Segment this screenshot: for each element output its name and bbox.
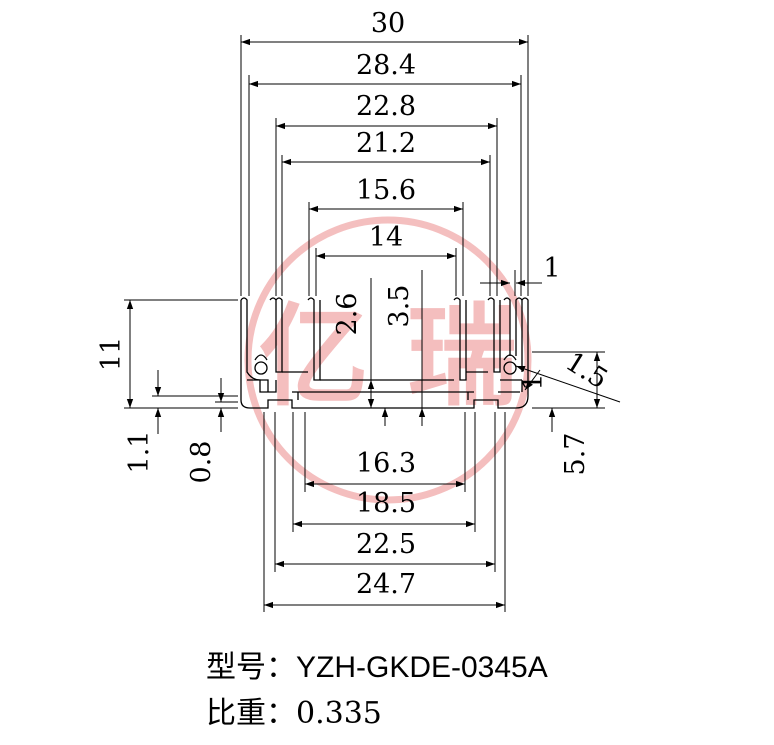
heatsink-profile	[240, 297, 529, 409]
density-caption: 比重：0.335	[206, 688, 382, 732]
dim-bottom-16-3: 16.3	[356, 448, 416, 479]
dim-bottom-18-5: 18.5	[356, 488, 416, 519]
dim-left-1-1: 1.1	[124, 431, 155, 474]
dim-inner-3-5: 3.5	[384, 285, 415, 328]
dim-top-15-6: 15.6	[356, 175, 416, 206]
dim-top-14: 14	[369, 222, 403, 253]
density-label: 比重：	[206, 696, 296, 731]
dim-bottom-22-5: 22.5	[356, 529, 416, 560]
dim-inner-2-6: 2.6	[332, 293, 363, 336]
dim-top-22-8: 22.8	[356, 91, 416, 122]
dim-right-1-5: 1.5	[560, 346, 613, 395]
dimension-labels: 30 28.4 22.8 21.2 15.6 14 1 11 1.1 0.8 2…	[96, 8, 613, 600]
density-value: 0.335	[296, 696, 382, 731]
dim-left-0-8: 0.8	[186, 441, 217, 484]
dim-left-11: 11	[96, 337, 127, 371]
model-value: YZH-GKDE-0345A	[296, 651, 548, 684]
dim-top-30: 30	[371, 8, 405, 39]
dimension-lines	[126, 38, 621, 609]
model-caption: 型号：YZH-GKDE-0345A	[206, 642, 548, 686]
dim-right-radius: 1	[518, 373, 549, 390]
model-label: 型号：	[206, 650, 296, 685]
dim-right-5-7: 5.7	[560, 433, 591, 476]
dim-bottom-24-7: 24.7	[356, 569, 416, 600]
dim-top-28-4: 28.4	[356, 50, 416, 81]
dim-fin-thickness: 1	[543, 253, 560, 284]
dim-top-21-2: 21.2	[356, 128, 416, 159]
